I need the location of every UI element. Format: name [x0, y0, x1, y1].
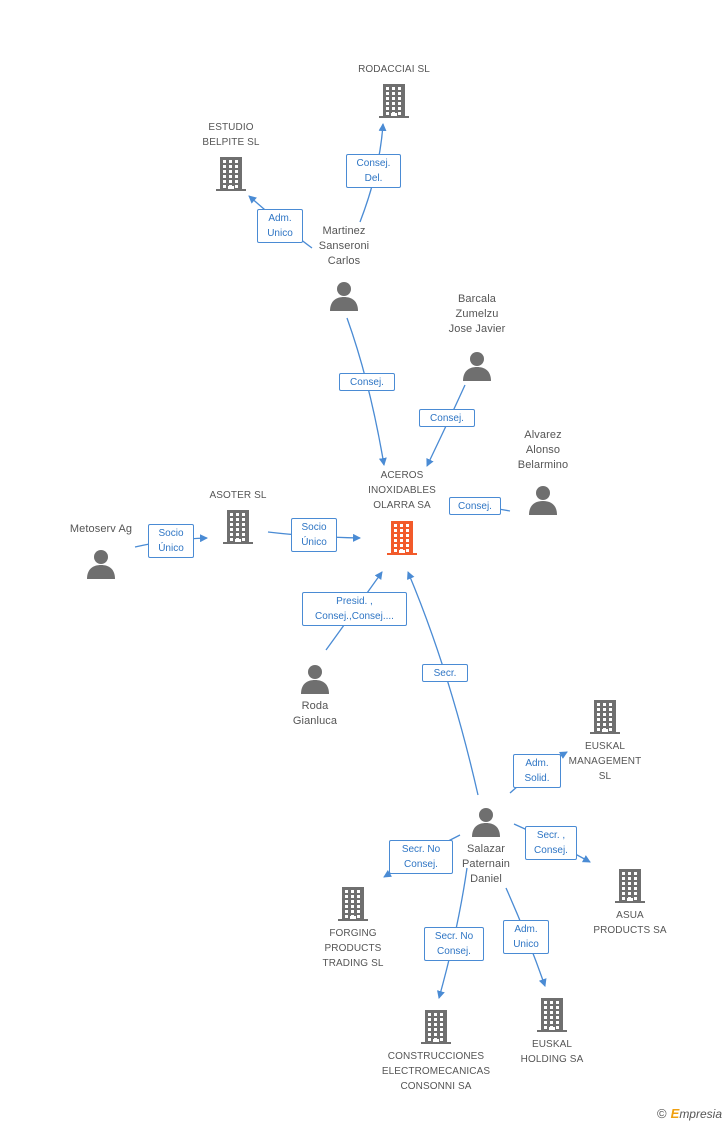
relation-label-salazar-construcciones[interactable]: Secr. No Consej.: [424, 927, 484, 961]
relation-label-salazar-asua[interactable]: Secr. , Consej.: [525, 826, 577, 860]
forging-label[interactable]: FORGING PRODUCTS TRADING SL: [322, 928, 384, 969]
relation-label-martinez-estudio[interactable]: Adm. Unico: [257, 209, 303, 243]
aceros-building-icon[interactable]: [387, 521, 417, 555]
construcciones-label[interactable]: CONSTRUCCIONES ELECTROMECANICAS CONSONNI…: [381, 1051, 491, 1092]
rodacciai-building-icon[interactable]: [379, 84, 409, 118]
alvarez-label[interactable]: Alvarez Alonso Belarmino: [517, 429, 569, 471]
alvarez-person-icon[interactable]: [528, 485, 558, 515]
metoserv-label[interactable]: Metoserv Ag: [69, 523, 133, 535]
relation-label-salazar-forging[interactable]: Secr. No Consej.: [389, 840, 453, 874]
barcala-label[interactable]: Barcala Zumelzu Jose Javier: [448, 293, 506, 335]
edge-salazar-to-aceros: [407, 571, 479, 796]
relation-label-metoserv-asoter[interactable]: Socio Único: [148, 524, 194, 558]
brand-logo-text: mpresia: [679, 1107, 722, 1121]
estudio-label[interactable]: ESTUDIO BELPITE SL: [202, 122, 260, 148]
asua-label[interactable]: ASUA PRODUCTS SA: [593, 910, 667, 936]
relation-label-barcala-aceros[interactable]: Consej.: [419, 409, 475, 427]
euskal-mgmt-building-icon[interactable]: [590, 700, 620, 734]
euskal-mgmt-label[interactable]: EUSKAL MANAGEMENT SL: [568, 741, 642, 782]
rodacciai-label[interactable]: RODACCIAI SL: [358, 64, 430, 75]
aceros-label[interactable]: ACEROS INOXIDABLES OLARRA SA: [368, 470, 436, 511]
relation-label-salazar-euskal-mgmt[interactable]: Adm. Solid.: [513, 754, 561, 788]
empresia-brand[interactable]: © Empresia: [657, 1106, 722, 1121]
euskal-holding-label[interactable]: EUSKAL HOLDING SA: [520, 1039, 584, 1065]
asoter-building-icon[interactable]: [223, 510, 253, 544]
roda-label[interactable]: Roda Gianluca: [292, 700, 338, 727]
relation-label-salazar-aceros[interactable]: Secr.: [422, 664, 468, 682]
relation-label-martinez-rodacciai[interactable]: Consej. Del.: [346, 154, 401, 188]
relation-label-roda-aceros[interactable]: Presid. , Consej.,Consej....: [302, 592, 407, 626]
copyright-symbol: ©: [657, 1106, 667, 1121]
metoserv-person-icon[interactable]: [86, 549, 116, 579]
salazar-person-icon[interactable]: [471, 807, 501, 837]
relation-label-martinez-aceros[interactable]: Consej.: [339, 373, 395, 391]
relation-label-asoter-aceros[interactable]: Socio Único: [291, 518, 337, 552]
relation-label-alvarez-aceros[interactable]: Consej.: [449, 497, 501, 515]
martinez-label[interactable]: Martinez Sanseroni Carlos: [318, 225, 370, 267]
forging-building-icon[interactable]: [338, 887, 368, 921]
asoter-label[interactable]: ASOTER SL: [209, 490, 267, 501]
salazar-label[interactable]: Salazar Paternain Daniel: [462, 843, 510, 885]
relation-label-salazar-euskal-holding[interactable]: Adm. Unico: [503, 920, 549, 954]
asua-building-icon[interactable]: [615, 869, 645, 903]
construcciones-building-icon[interactable]: [421, 1010, 451, 1044]
estudio-building-icon[interactable]: [216, 157, 246, 191]
martinez-person-icon[interactable]: [329, 281, 359, 311]
brand-logo-letter: E: [670, 1106, 680, 1121]
euskal-holding-building-icon[interactable]: [537, 998, 567, 1032]
roda-person-icon[interactable]: [300, 664, 330, 694]
edge-martinez-to-aceros: [346, 317, 387, 466]
barcala-person-icon[interactable]: [462, 351, 492, 381]
